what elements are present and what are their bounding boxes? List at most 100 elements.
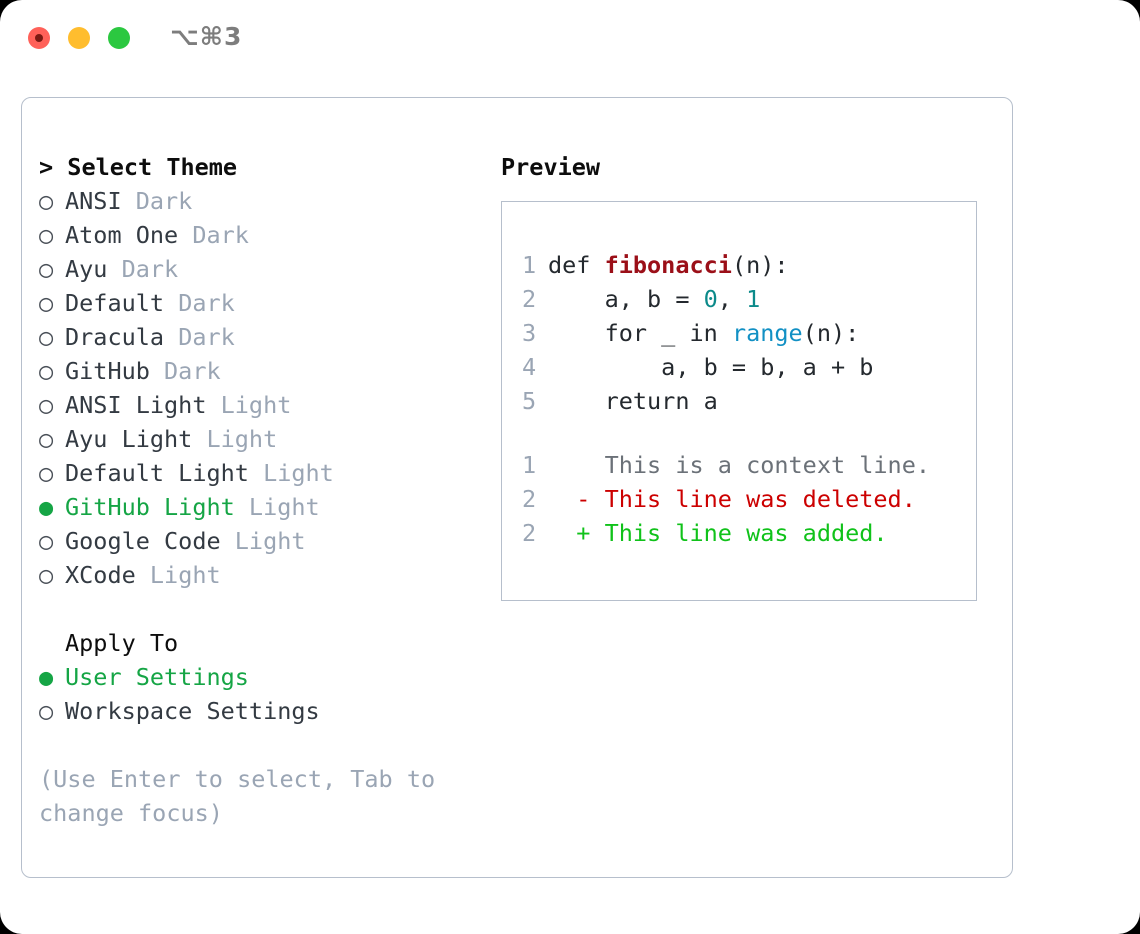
theme-variant-tag: Dark: [121, 187, 193, 215]
diff-line-text: + This line was added.: [548, 519, 888, 547]
line-number: 3: [522, 319, 537, 347]
theme-list-item[interactable]: ○ XCode Light: [39, 558, 479, 592]
close-button[interactable]: [28, 27, 50, 49]
list-spacer: [39, 592, 479, 626]
theme-variant-tag: Dark: [164, 323, 235, 351]
code-token: (n):: [731, 251, 789, 279]
apply-to-option[interactable]: ○Workspace Settings: [39, 694, 479, 728]
diff-sample: 1 This is a context line.2 - This line w…: [522, 448, 976, 550]
keyboard-hint: (Use Enter to select, Tab to change focu…: [39, 765, 450, 827]
code-token: fibonacci: [604, 251, 732, 279]
code-token: for _ in: [548, 319, 732, 347]
theme-list-header-label: Select Theme: [67, 153, 238, 181]
radio-unselected-icon: ○: [39, 289, 54, 317]
theme-list-item[interactable]: ○ Default Light Light: [39, 456, 479, 490]
line-number: 1: [522, 251, 537, 279]
theme-name: Default Light: [65, 459, 249, 487]
radio-unselected-icon: ○: [39, 221, 54, 249]
theme-list-item[interactable]: ○ Default Dark: [39, 286, 479, 320]
theme-list-item[interactable]: ○ Ayu Dark: [39, 252, 479, 286]
code-token: 0: [703, 285, 718, 313]
theme-list-item[interactable]: ○ Ayu Light Light: [39, 422, 479, 456]
radio-selected-icon: ●: [39, 493, 54, 521]
radio-selected-icon: ●: [39, 663, 54, 691]
theme-name: XCode: [65, 561, 136, 589]
diff-line-text: - This line was deleted.: [548, 485, 916, 513]
code-line: 2 a, b = 0, 1: [522, 282, 976, 316]
line-number: 2: [522, 519, 537, 547]
theme-list-item[interactable]: ○Dracula Dark: [39, 320, 479, 354]
keyboard-shortcut-label: ⌥⌘3: [170, 22, 243, 51]
theme-list-item[interactable]: ○ ANSI Dark: [39, 184, 479, 218]
main-panel: > Select Theme ○ANSI Dark○Atom One Dark○…: [21, 97, 1013, 878]
theme-variant-tag: Light: [248, 459, 334, 487]
line-number: 5: [522, 387, 537, 415]
theme-name: Atom One: [65, 221, 179, 249]
apply-to-list: ● User Settings ○Workspace Settings: [39, 660, 479, 728]
theme-variant-tag: Light: [234, 493, 320, 521]
theme-name: ANSI: [65, 187, 122, 215]
theme-list-item[interactable]: ○ ANSI Light Light: [39, 388, 479, 422]
theme-variant-tag: Dark: [107, 255, 179, 283]
code-token: a, b =: [548, 285, 704, 313]
minimize-button[interactable]: [68, 27, 90, 49]
preview-title: Preview: [501, 153, 601, 181]
theme-variant-tag: Dark: [164, 289, 235, 317]
code-token: def: [548, 251, 605, 279]
diff-line-text: This is a context line.: [548, 451, 931, 479]
code-line: 3 for _ in range(n):: [522, 316, 976, 350]
theme-picker-column: > Select Theme ○ANSI Dark○Atom One Dark○…: [39, 150, 479, 830]
apply-to-option[interactable]: ● User Settings: [39, 660, 479, 694]
theme-list-item[interactable]: ○Google Code Light: [39, 524, 479, 558]
radio-unselected-icon: ○: [39, 255, 54, 283]
radio-unselected-icon: ○: [39, 187, 54, 215]
theme-name: GitHub: [65, 357, 150, 385]
theme-variant-tag: Light: [206, 391, 292, 419]
theme-variant-tag: Dark: [178, 221, 249, 249]
theme-variant-tag: Light: [220, 527, 306, 555]
line-number: 4: [522, 353, 537, 381]
theme-name: Default: [65, 289, 165, 317]
theme-list-item[interactable]: ○ Atom One Dark: [39, 218, 479, 252]
code-token: ,: [717, 285, 747, 313]
theme-list-item[interactable]: ○ GitHub Dark: [39, 354, 479, 388]
radio-unselected-icon: ○: [39, 459, 54, 487]
radio-unselected-icon: ○: [39, 357, 54, 385]
apply-to-header: Apply To: [65, 629, 179, 657]
diff-line: 2 - This line was deleted.: [522, 482, 976, 516]
diff-line: 1 This is a context line.: [522, 448, 976, 482]
apply-to-option-label: User Settings: [65, 663, 249, 691]
theme-variant-tag: Light: [135, 561, 221, 589]
theme-name: ANSI Light: [65, 391, 207, 419]
radio-unselected-icon: ○: [39, 561, 54, 589]
code-token: (n):: [802, 319, 860, 347]
theme-list: ○ ANSI Dark ○ Atom One Dark ○ Ayu Dark ○ Defaul…: [39, 184, 479, 592]
theme-name: Ayu: [65, 255, 108, 283]
theme-list-header: > Select Theme: [39, 150, 479, 184]
maximize-button[interactable]: [108, 27, 130, 49]
theme-name: Ayu Light: [65, 425, 193, 453]
line-number: 2: [522, 285, 537, 313]
preview-spacer: [522, 418, 976, 448]
apply-to-option-label: Workspace Settings: [65, 697, 320, 725]
radio-unselected-icon: ○: [39, 425, 54, 453]
radio-unselected-icon: ○: [39, 391, 54, 419]
title-bar: ⌥⌘3: [0, 0, 1140, 76]
line-number: 1: [522, 451, 537, 479]
diff-line: 2 + This line was added.: [522, 516, 976, 550]
prompt-caret: >: [39, 153, 68, 181]
code-token: a, b = b, a + b: [548, 353, 874, 381]
code-token: 1: [746, 285, 761, 313]
theme-variant-tag: Light: [192, 425, 278, 453]
code-line: 4 a, b = b, a + b: [522, 350, 976, 384]
code-line: 5 return a: [522, 384, 976, 418]
code-token: return a: [548, 387, 718, 415]
code-line: 1 def fibonacci(n):: [522, 248, 976, 282]
theme-list-item[interactable]: ●GitHub Light Light: [39, 490, 479, 524]
theme-variant-tag: Dark: [149, 357, 221, 385]
radio-unselected-icon: ○: [39, 527, 54, 555]
radio-unselected-icon: ○: [39, 323, 54, 351]
